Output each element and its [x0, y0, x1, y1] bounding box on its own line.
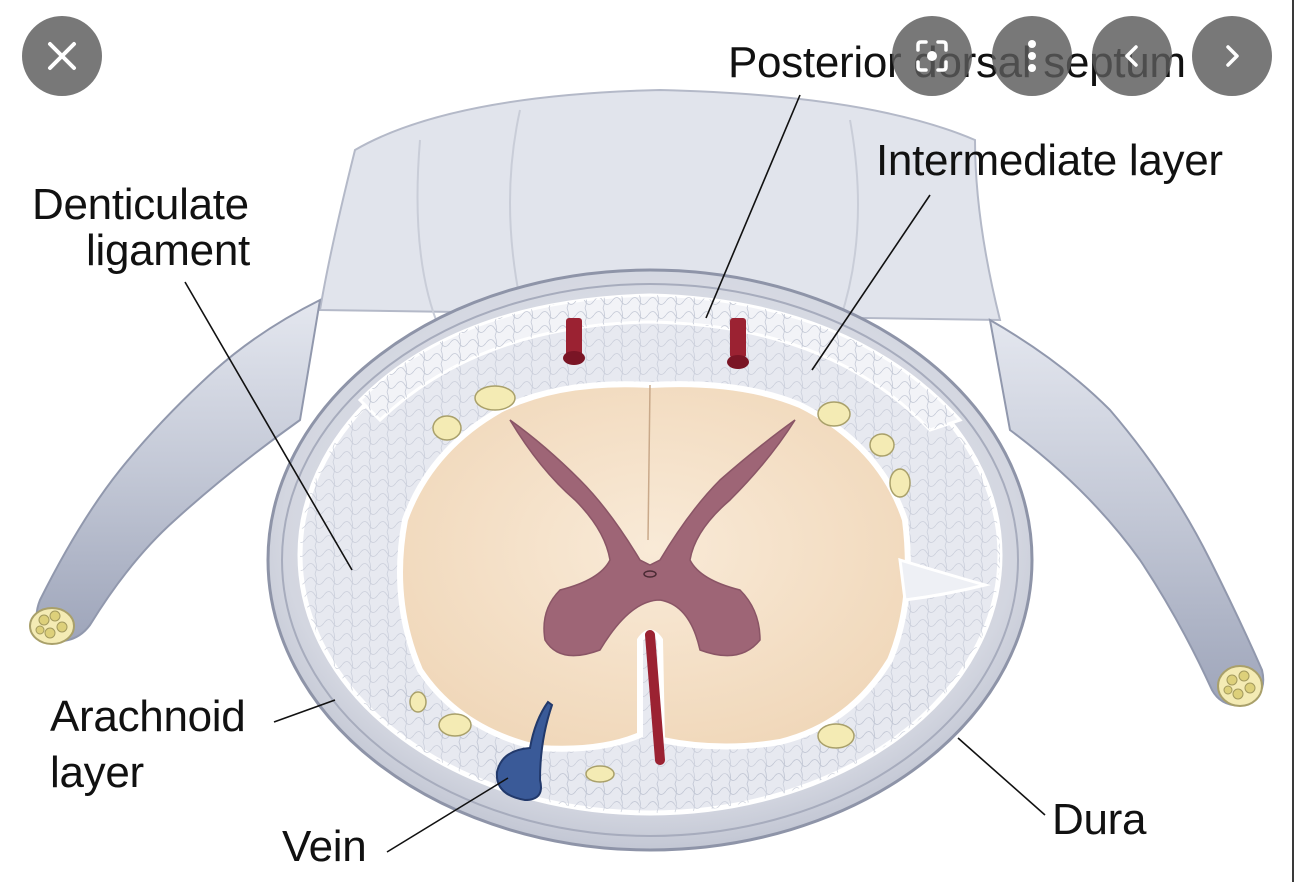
- label-denticulate: Denticulate: [32, 180, 249, 229]
- viewer-edge: [1292, 0, 1294, 882]
- right-nerve-root: [988, 318, 1265, 707]
- vein-shape: [495, 700, 554, 802]
- chevron-left-icon: [1120, 38, 1144, 74]
- next-image-button[interactable]: [1192, 16, 1272, 96]
- gray-matter: [509, 419, 796, 657]
- lens-search-button[interactable]: [892, 16, 972, 96]
- more-vertical-icon: [1026, 38, 1038, 74]
- label-ligament: ligament: [86, 226, 250, 275]
- chevron-right-icon: [1220, 38, 1244, 74]
- cord-column: [318, 88, 1002, 322]
- lens-search-icon: [914, 38, 950, 74]
- close-button[interactable]: [22, 16, 102, 96]
- label-vein: Vein: [282, 822, 367, 871]
- previous-image-button[interactable]: [1092, 16, 1172, 96]
- close-icon: [44, 38, 80, 74]
- label-arachnoid: Arachnoid: [50, 692, 246, 741]
- label-dura: Dura: [1052, 795, 1147, 844]
- label-intermediate-layer: Intermediate layer: [876, 136, 1223, 185]
- label-layer: layer: [50, 748, 144, 797]
- more-options-button[interactable]: [992, 16, 1072, 96]
